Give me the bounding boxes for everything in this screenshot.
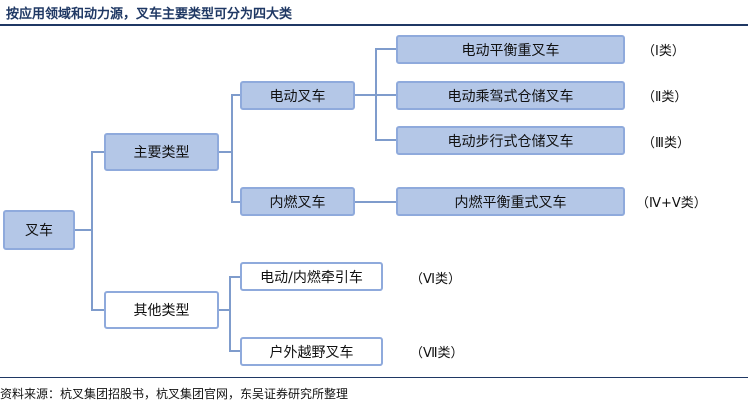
source-note: 资料来源：杭叉集团招股书，杭叉集团官网，东吴证券研究所整理 (0, 387, 349, 401)
connector-main-electric (219, 94, 240, 153)
leaf-combustion-counterbalance: 内燃平衡重式叉车 (396, 187, 625, 216)
leaf-electric-counterbalance: 电动平衡重叉车 (396, 35, 625, 64)
connector-electric-leaf1 (355, 48, 396, 96)
page-title: 按应用领域和动力源，叉车主要类型可分为四大类 (6, 7, 293, 22)
connector-other-tractor (219, 276, 240, 311)
leaf-electric-rider-warehouse: 电动乘驾式仓储叉车 (396, 81, 625, 110)
connector-electric-leaf3 (375, 95, 396, 141)
class-label-7: （Ⅶ类） (410, 346, 464, 361)
node-electric-forklift: 电动叉车 (240, 81, 355, 110)
leaf-rough-terrain: 户外越野叉车 (240, 337, 383, 366)
node-combustion-forklift: 内燃叉车 (240, 187, 355, 216)
title-divider (0, 24, 748, 26)
footer-divider (0, 377, 748, 378)
connector-root-other (91, 230, 104, 311)
branch-other-types: 其他类型 (104, 291, 219, 329)
connector-root-main (75, 151, 104, 231)
leaf-tractor: 电动/内燃牵引车 (240, 262, 383, 291)
class-label-6: （Ⅵ类） (410, 272, 461, 287)
leaf-electric-walkie-warehouse: 电动步行式仓储叉车 (396, 126, 625, 155)
branch-main-types: 主要类型 (104, 133, 219, 171)
class-label-4-5: （Ⅳ+Ⅴ类） (636, 196, 707, 211)
connector-other-terrain (229, 310, 240, 352)
root-node: 叉车 (3, 210, 75, 250)
class-label-2: （Ⅱ类） (642, 90, 688, 105)
class-label-3: （Ⅲ类） (642, 136, 690, 151)
connector-main-combustion (231, 152, 240, 203)
class-label-1: （Ⅰ类） (642, 44, 685, 59)
